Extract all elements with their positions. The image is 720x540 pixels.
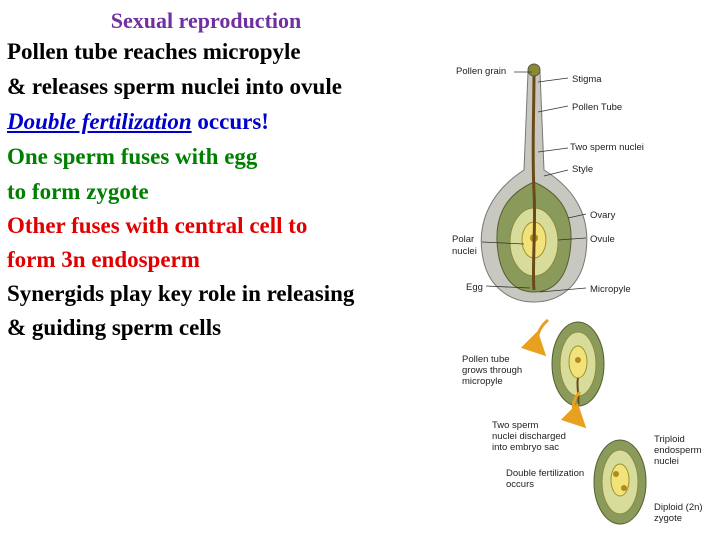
- double-fertilization-emphasis: Double fertilization: [7, 109, 192, 134]
- label-discharged-line3: into embryo sac: [492, 442, 559, 453]
- text-line-7: form 3n endosperm: [7, 247, 200, 272]
- label-ovule: Ovule: [590, 234, 615, 245]
- label-discharged-line2: nuclei discharged: [492, 431, 566, 442]
- text-line-1: Pollen tube reaches micropyle: [7, 39, 301, 64]
- label-double-fert-line2: occurs: [506, 479, 534, 490]
- label-ovary: Ovary: [590, 210, 616, 221]
- stage-arrow-1: [520, 318, 550, 357]
- text-line-4: One sperm fuses with egg: [7, 144, 258, 169]
- slide-title: Sexual reproduction: [110, 8, 302, 33]
- label-pollen-grain: Pollen grain: [456, 66, 506, 77]
- label-stigma: Stigma: [572, 74, 602, 85]
- text-line-2: & releases sperm nuclei into ovule: [7, 74, 342, 99]
- label-triploid-line1: Triploid: [654, 434, 685, 445]
- label-tube-grows-line1: Pollen tube: [462, 354, 510, 365]
- text-line-3: Double fertilization occurs!: [7, 110, 269, 133]
- label-egg: Egg: [466, 282, 483, 293]
- label-micropyle: Micropyle: [590, 284, 631, 295]
- label-two-sperm-nuclei: Two sperm nuclei: [570, 142, 644, 153]
- text-line-9: & guiding sperm cells: [7, 315, 222, 340]
- text-line-8: Synergids play key role in releasing: [7, 281, 355, 306]
- label-diploid-line2: zygote: [654, 513, 682, 524]
- label-tube-grows-line3: micropyle: [462, 376, 503, 387]
- label-pollen-tube: Pollen Tube: [572, 102, 622, 113]
- label-polar-nuclei-line2: nuclei: [452, 246, 477, 257]
- label-polar-nuclei-line1: Polar: [452, 234, 474, 245]
- occurs-text: occurs!: [191, 109, 269, 134]
- stage-arrow-2: [560, 390, 587, 429]
- label-tube-grows-line2: grows through: [462, 365, 522, 376]
- text-line-5: to form zygote: [7, 179, 149, 204]
- pistil-illustration: [480, 63, 588, 303]
- label-triploid-line2: endosperm: [654, 445, 702, 456]
- label-double-fert-line1: Double fertilization: [506, 468, 584, 479]
- label-triploid-line3: nuclei: [654, 456, 679, 467]
- text-line-6: Other fuses with central cell to: [7, 213, 308, 238]
- ovule-stage-3: [593, 439, 647, 525]
- leader-lines: [481, 71, 587, 293]
- ovule-stage-2: [551, 321, 605, 407]
- label-style: Style: [572, 164, 593, 175]
- label-discharged-line1: Two sperm: [492, 420, 539, 431]
- fertilization-diagram: Pollen grain Stigma Pollen Tube Two sper…: [452, 63, 703, 525]
- label-diploid-line1: Diploid (2n): [654, 502, 703, 513]
